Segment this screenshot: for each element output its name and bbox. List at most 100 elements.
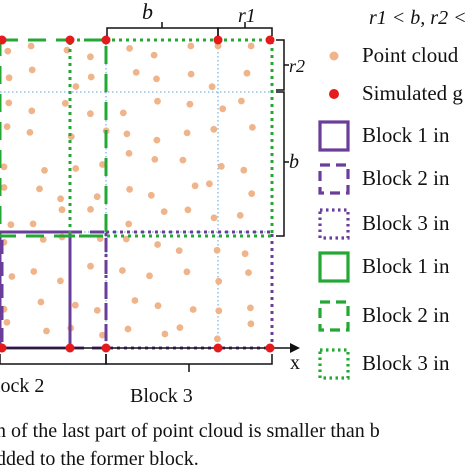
- b-side-label: b: [289, 151, 299, 173]
- point-cloud-dot: [41, 167, 48, 174]
- legend-label: Block 3 in: [362, 351, 450, 375]
- brace-r2-side: [276, 39, 289, 91]
- point-cloud-dot: [119, 267, 126, 274]
- legend-item-block1-purple: Block 1 in: [318, 120, 450, 152]
- point-cloud-dot: [215, 277, 223, 285]
- point-cloud-dot: [183, 268, 191, 276]
- point-cloud-dot: [5, 99, 13, 107]
- point-cloud-dot: [7, 221, 15, 229]
- point-cloud-dot: [247, 304, 254, 312]
- point-cloud-dot: [245, 269, 252, 276]
- purple-block-square-icon: [318, 163, 350, 195]
- point-cloud-dot: [154, 241, 162, 248]
- simulated-point: [265, 35, 275, 45]
- point-cloud-dot: [26, 129, 34, 136]
- point-cloud-dot: [132, 69, 140, 76]
- legend-label: Block 2 in: [362, 166, 450, 190]
- point-cloud-dot: [29, 220, 37, 228]
- purple-block-1-outline: [0, 230, 72, 350]
- block3-bottom-label: Block 3: [130, 385, 193, 407]
- legend-item-block1-green: Block 1 in: [318, 251, 450, 283]
- point-cloud-dot: [99, 331, 106, 339]
- simulated-point: [0, 343, 7, 353]
- green-block-2-outline: [0, 38, 108, 238]
- purple-block-square-icon: [318, 208, 350, 240]
- simulated-point: [65, 35, 75, 45]
- point-cloud-dot: [153, 136, 161, 144]
- point-cloud-dot: [176, 324, 184, 331]
- legend-item-block3-green: Block 3 in: [318, 348, 450, 380]
- legend-item-block3-purple: Block 3 in: [318, 208, 450, 240]
- point-cloud-dot: [126, 186, 133, 193]
- simulated-point: [101, 35, 111, 45]
- point-cloud-dot: [5, 74, 13, 82]
- point-cloud-dot: [87, 53, 94, 61]
- dimension-braces: [0, 22, 289, 372]
- green-block-3-outline: [68, 38, 274, 238]
- point-cloud-dot: [189, 306, 197, 313]
- point-cloud-dot: [248, 190, 256, 198]
- point-cloud-dot: [36, 185, 43, 193]
- point-cloud-dot: [154, 97, 161, 105]
- purple-block-square-icon: [318, 120, 350, 152]
- point-cloud-dot: [131, 297, 139, 304]
- point-cloud-dot: [154, 302, 162, 310]
- purple-blocks: [0, 230, 274, 350]
- legend-label: Block 1 in: [362, 254, 450, 278]
- point-cloud-dot: [217, 162, 225, 170]
- point-cloud-dot: [87, 73, 95, 81]
- brace-block3-bottom: [105, 354, 273, 372]
- r2-side-label: r2: [289, 56, 305, 76]
- point-cloud-dot: [206, 180, 213, 188]
- simulated-point: [0, 35, 7, 45]
- point-cloud-dot: [39, 236, 47, 243]
- point-cloud: [0, 42, 256, 343]
- brace-r1-top: [217, 22, 273, 36]
- point-cloud-dot: [43, 327, 50, 335]
- legend-item-block2-purple: Block 2 in: [318, 163, 450, 195]
- block2-bottom-label: lock 2: [0, 375, 44, 397]
- point-cloud-dot: [247, 320, 255, 328]
- green-block-square-icon: [318, 251, 350, 283]
- point-cloud-dot: [147, 191, 155, 199]
- point-cloud-dot: [71, 301, 79, 309]
- point-cloud-dot: [215, 307, 223, 315]
- point-cloud-dot: [72, 165, 80, 172]
- point-cloud-dot: [93, 307, 101, 314]
- point-cloud-dot: [37, 298, 45, 306]
- point-cloud-dot: [153, 75, 160, 83]
- point-cloud-dot: [186, 100, 194, 108]
- point-cloud-icon: [329, 51, 339, 61]
- point-cloud-dot: [87, 110, 94, 118]
- point-cloud-dot: [119, 109, 127, 117]
- point-cloud-dot: [161, 330, 169, 338]
- x-axis-label: x: [290, 352, 300, 374]
- point-cloud-dot: [146, 272, 153, 280]
- condition-text: r1 < b, r2 <: [369, 7, 467, 29]
- simulated-point-icon: [329, 89, 339, 99]
- point-cloud-dot: [236, 212, 244, 219]
- point-cloud-dot: [160, 208, 168, 216]
- point-cloud-dot: [183, 129, 191, 137]
- point-cloud-dot: [8, 273, 16, 280]
- point-cloud-dot: [72, 83, 80, 90]
- point-cloud-dot: [61, 99, 69, 107]
- point-cloud-dot: [214, 335, 221, 343]
- point-cloud-dot: [241, 250, 249, 258]
- legend-item-block2-green: Block 2 in: [318, 300, 450, 332]
- point-cloud-dot: [3, 123, 11, 130]
- legend-item-point-cloud: Point cloud: [329, 43, 459, 67]
- point-cloud-dot: [214, 42, 222, 50]
- simulated-point: [213, 343, 223, 353]
- green-blocks: [0, 38, 274, 238]
- point-cloud-dot: [247, 42, 255, 50]
- point-cloud-dot: [28, 66, 36, 74]
- legend-label: Block 2 in: [362, 303, 450, 327]
- green-block-square-icon: [318, 348, 350, 380]
- point-cloud-dot: [58, 206, 66, 214]
- point-cloud-dot: [30, 268, 38, 275]
- legend-item-simulated: Simulated g: [329, 81, 463, 105]
